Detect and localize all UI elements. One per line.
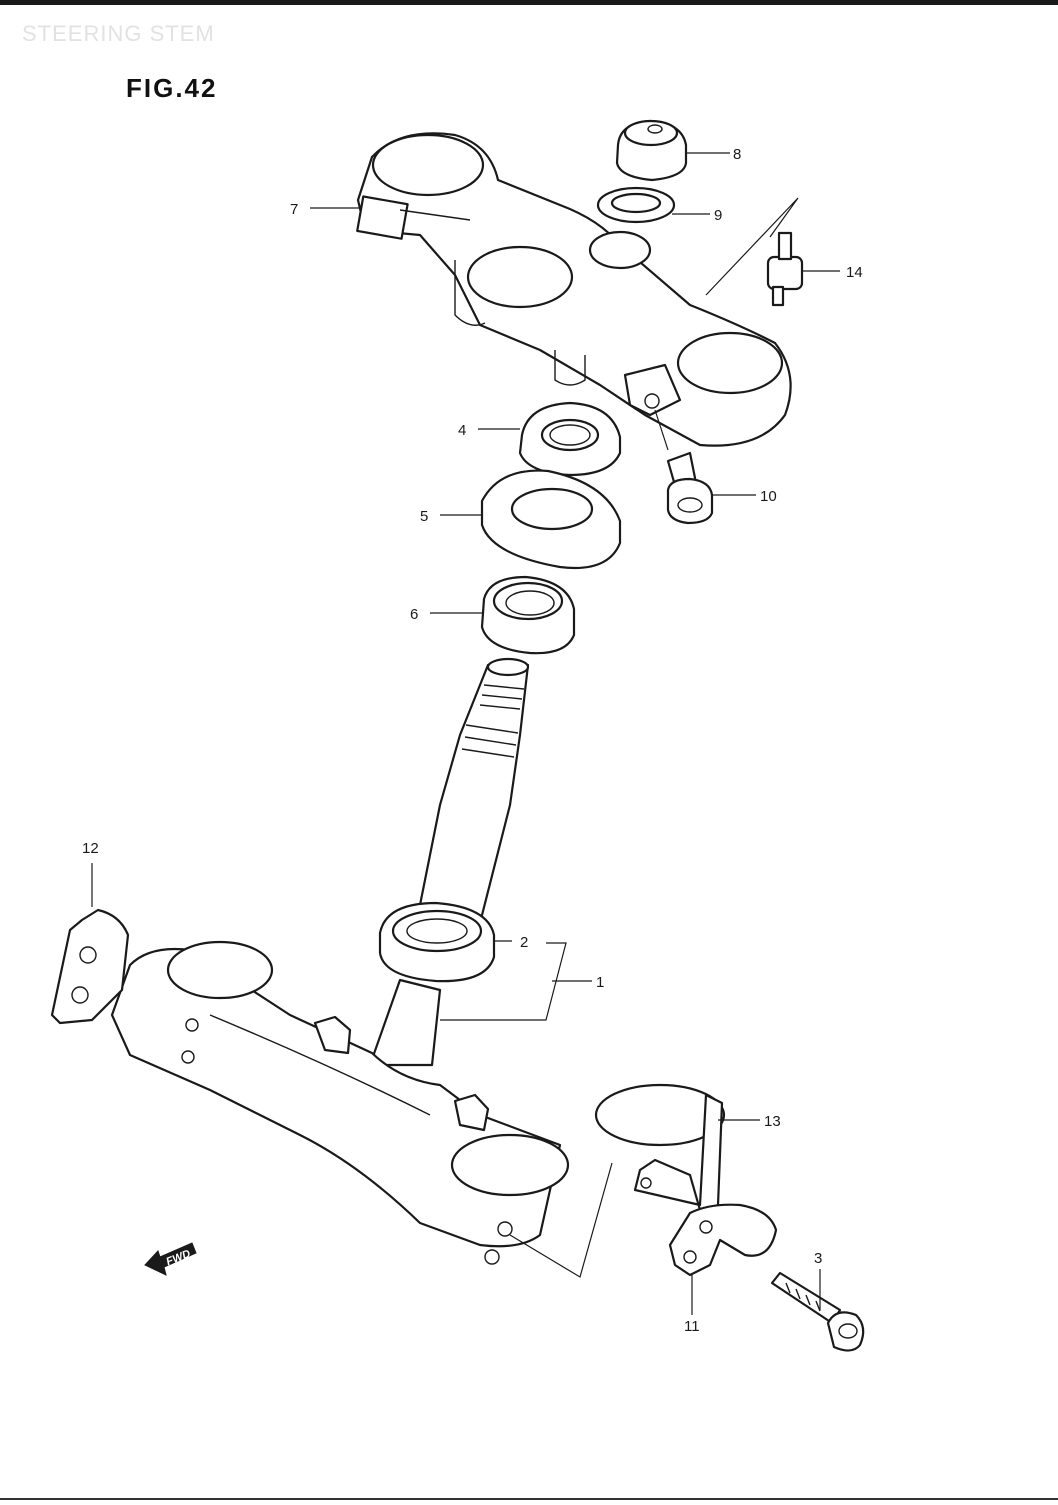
dust-seal[interactable] (480, 469, 622, 569)
hose-guide-bracket[interactable] (50, 908, 130, 1025)
exploded-parts-diagram: FWD 7 8 9 14 4 5 10 6 12 2 1 13 3 11 (50, 119, 865, 1352)
section-title: STEERING STEM (22, 21, 215, 46)
callout-10: 10 (760, 488, 777, 505)
pinch-bolt[interactable] (666, 451, 714, 525)
upper-bearing[interactable] (480, 575, 576, 655)
stem-cap[interactable] (615, 119, 688, 182)
clamp-ring[interactable] (594, 1083, 726, 1212)
clamp-bolt[interactable] (770, 1271, 865, 1352)
bottom-rule (0, 1498, 1058, 1500)
callout-13: 13 (764, 1113, 781, 1130)
callout-4: 4 (458, 422, 466, 439)
lower-bearing[interactable] (378, 901, 496, 983)
forward-direction-badge: FWD (144, 1242, 197, 1276)
callout-2: 2 (520, 934, 528, 951)
callout-3: 3 (814, 1250, 822, 1267)
callout-12: 12 (82, 840, 99, 857)
callout-9: 9 (714, 207, 722, 224)
callout-5: 5 (420, 508, 428, 525)
callout-14: 14 (846, 264, 863, 281)
callout-labels: 7 8 9 14 4 5 10 6 12 2 1 13 3 11 (82, 146, 863, 1335)
washer[interactable] (596, 186, 676, 224)
hose-clamp[interactable] (668, 1203, 778, 1277)
callout-8: 8 (733, 146, 741, 163)
figure-label: FIG.42 (126, 73, 218, 103)
callout-6: 6 (410, 606, 418, 623)
callout-11: 11 (684, 1318, 700, 1335)
callout-7: 7 (290, 201, 298, 218)
steering-stem-lower-bracket[interactable] (110, 657, 570, 1265)
callout-1: 1 (596, 974, 604, 991)
steering-stem-nut[interactable] (518, 401, 622, 477)
fwd-text: FWD (164, 1248, 192, 1269)
leader-lines (91, 152, 840, 1315)
upper-bracket[interactable] (356, 132, 792, 447)
damper-stud-bolt[interactable] (766, 231, 804, 307)
